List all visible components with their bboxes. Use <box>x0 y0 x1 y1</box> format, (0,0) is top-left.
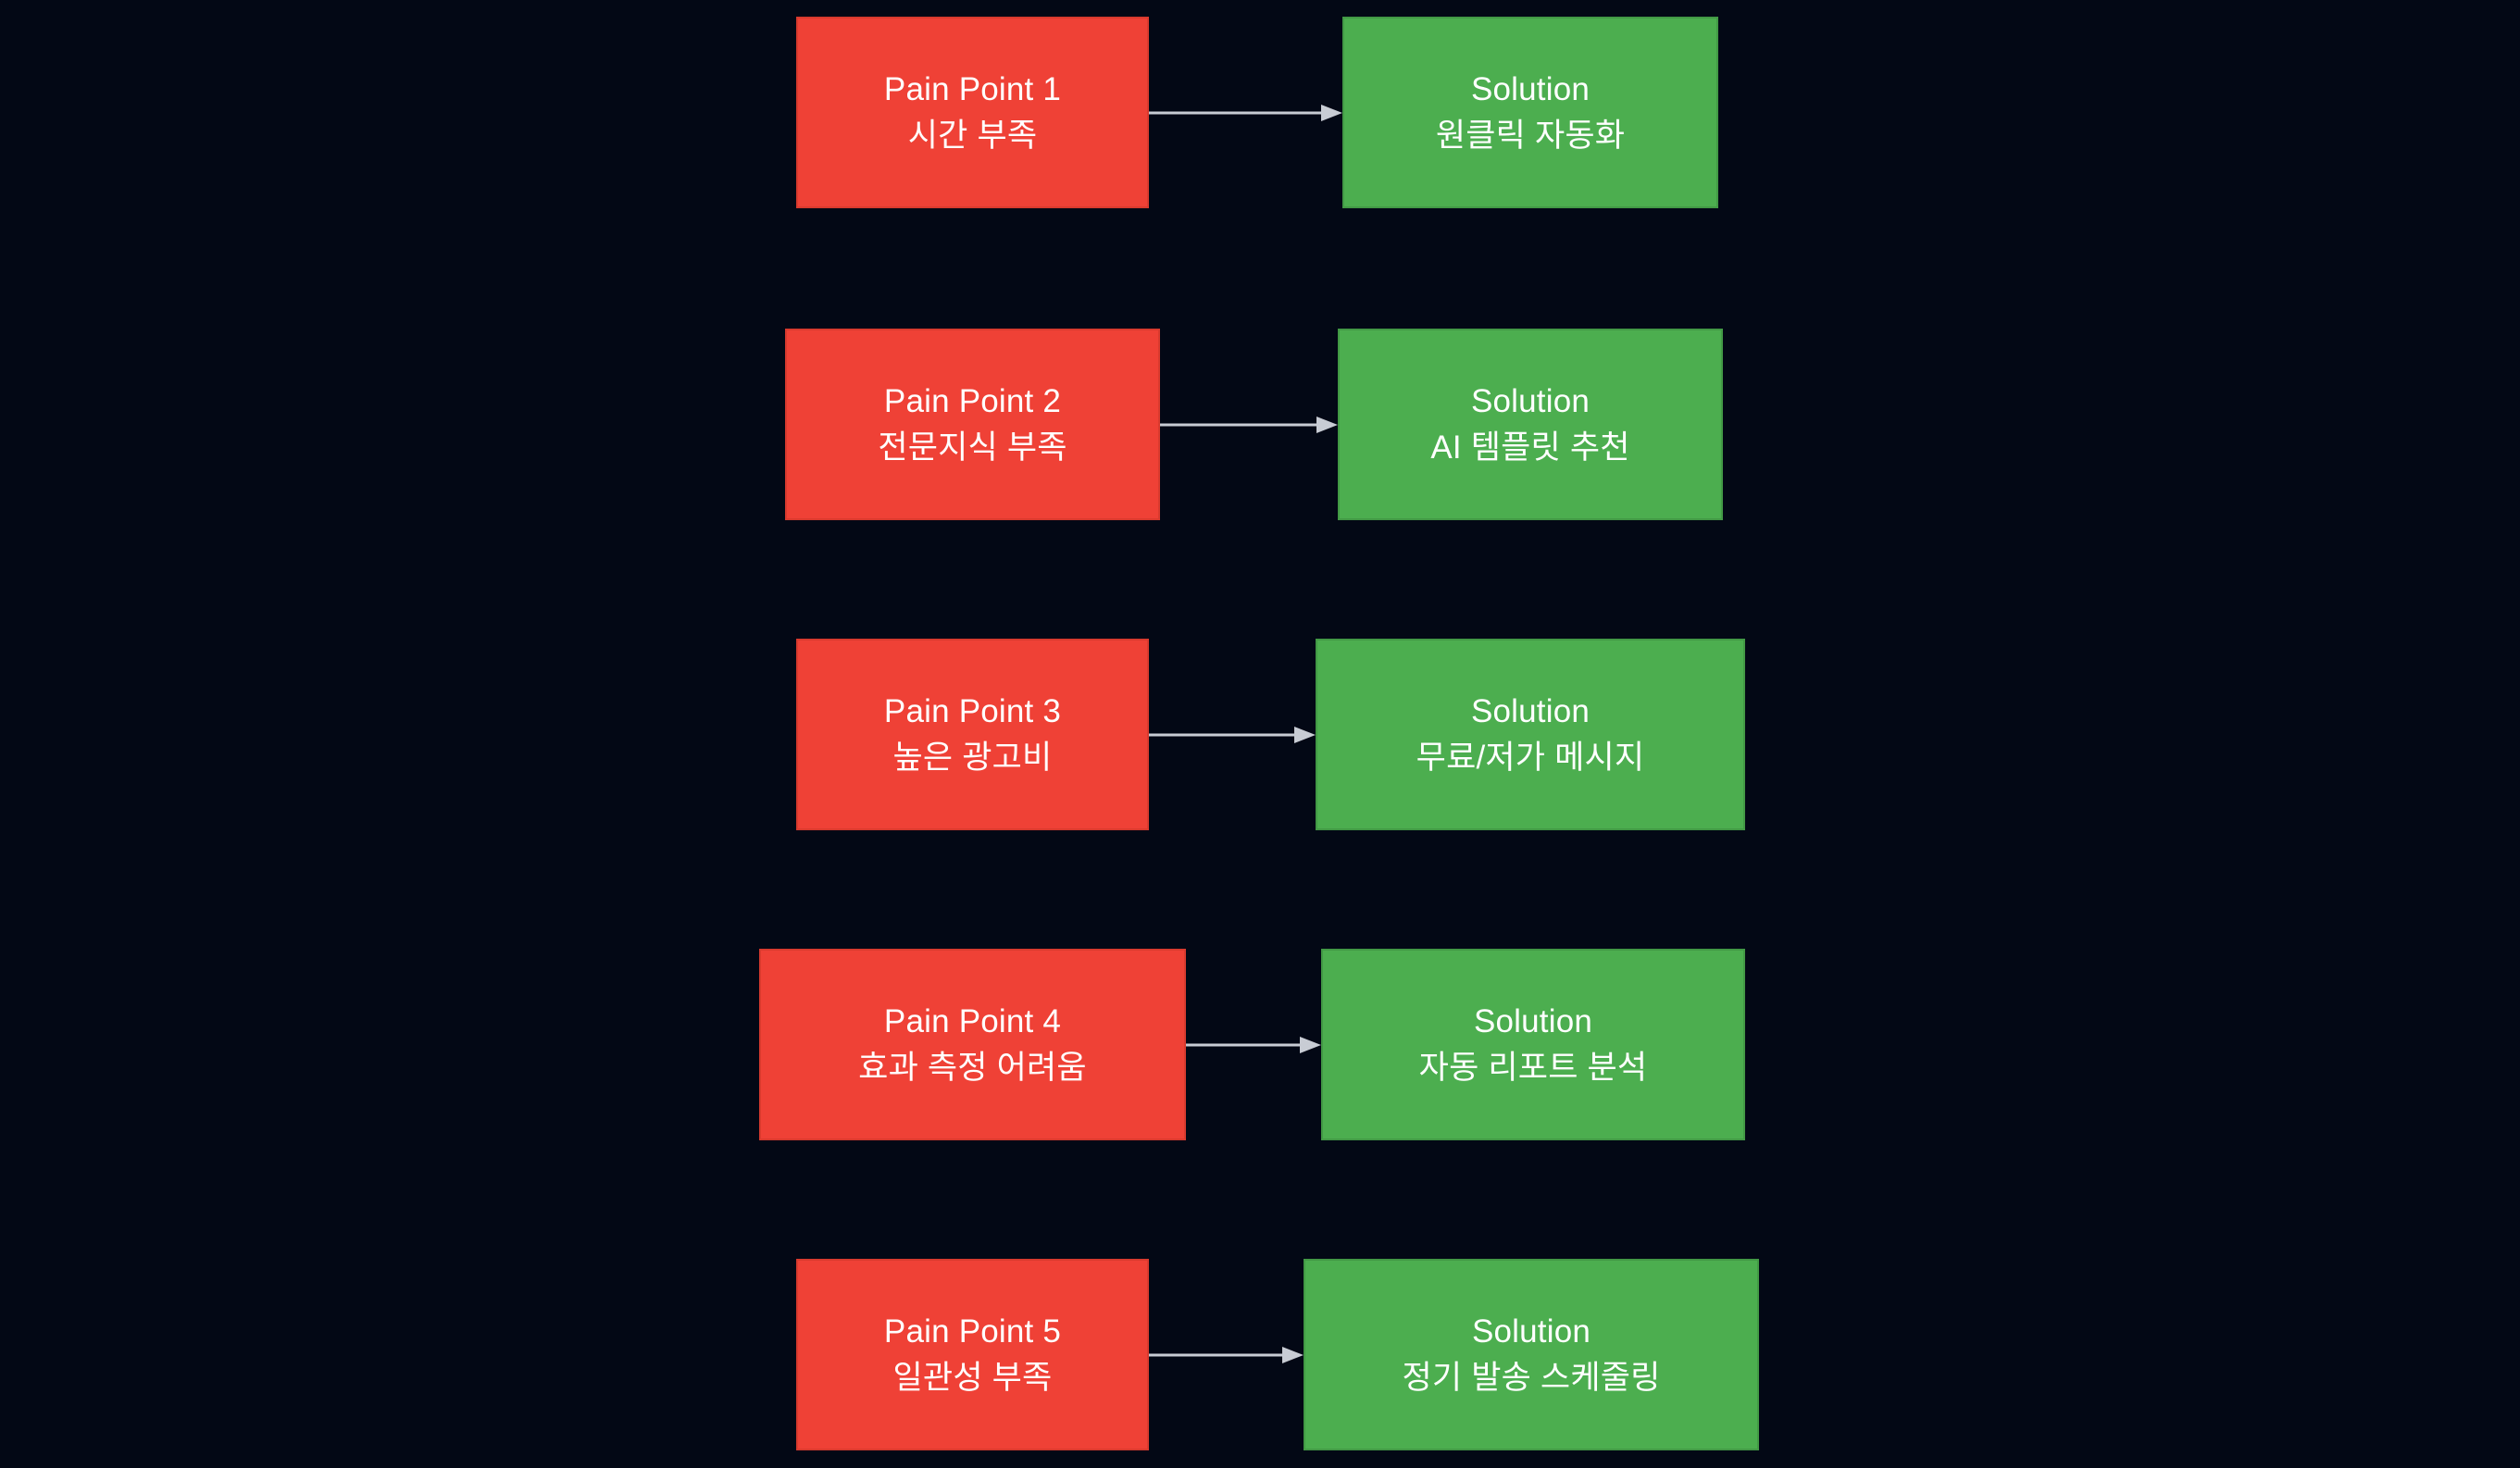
node-detail: 정기 발송 스케줄링 <box>1402 1360 1661 1396</box>
node-title: Pain Point 4 <box>883 1002 1062 1039</box>
node-title: Solution <box>1470 70 1591 107</box>
node-detail: 효과 측정 어려움 <box>858 1050 1087 1086</box>
node-detail: 높은 광고비 <box>892 740 1053 776</box>
flow-row: Pain Point 1 시간 부족 Solution 원클릭 자동화 <box>0 17 2520 208</box>
flow-arrow <box>1186 1033 1321 1057</box>
flow-arrow <box>1160 413 1338 437</box>
flow-arrow <box>1149 723 1316 747</box>
pain-point-node[interactable]: Pain Point 5 일관성 부족 <box>796 1259 1149 1450</box>
arrow-right-icon <box>1186 1036 1321 1053</box>
pain-point-node[interactable]: Pain Point 3 높은 광고비 <box>796 639 1149 830</box>
arrow-right-icon <box>1149 726 1316 743</box>
node-title: Solution <box>1473 1002 1593 1039</box>
node-title: Pain Point 1 <box>883 70 1062 107</box>
flow-arrow <box>1149 101 1342 125</box>
solution-node[interactable]: Solution 무료/저가 메시지 <box>1316 639 1745 830</box>
node-detail: 일관성 부족 <box>892 1360 1053 1396</box>
node-detail: 전문지식 부족 <box>878 429 1067 466</box>
node-title: Pain Point 2 <box>883 382 1062 419</box>
flow-arrow <box>1149 1343 1304 1367</box>
arrow-right-icon <box>1149 104 1342 121</box>
flow-row: Pain Point 2 전문지식 부족 Solution AI 템플릿 추천 <box>0 329 2520 520</box>
pain-point-node[interactable]: Pain Point 4 효과 측정 어려움 <box>759 949 1186 1140</box>
pain-point-node[interactable]: Pain Point 2 전문지식 부족 <box>785 329 1160 520</box>
flow-row: Pain Point 4 효과 측정 어려움 Solution 자동 리포트 분… <box>0 949 2520 1140</box>
flow-row: Pain Point 3 높은 광고비 Solution 무료/저가 메시지 <box>0 639 2520 830</box>
node-title: Solution <box>1470 692 1591 729</box>
arrow-right-icon <box>1160 416 1338 433</box>
node-detail: 자동 리포트 분석 <box>1418 1050 1648 1086</box>
node-title: Solution <box>1470 382 1591 419</box>
solution-node[interactable]: Solution 정기 발송 스케줄링 <box>1304 1259 1759 1450</box>
pain-point-node[interactable]: Pain Point 1 시간 부족 <box>796 17 1149 208</box>
node-title: Pain Point 3 <box>883 692 1062 729</box>
node-detail: 무료/저가 메시지 <box>1416 740 1645 776</box>
solution-node[interactable]: Solution AI 템플릿 추천 <box>1338 329 1723 520</box>
arrow-right-icon <box>1149 1346 1304 1363</box>
node-detail: AI 템플릿 추천 <box>1430 429 1630 466</box>
node-title: Solution <box>1471 1312 1591 1350</box>
flow-row: Pain Point 5 일관성 부족 Solution 정기 발송 스케줄링 <box>0 1259 2520 1450</box>
solution-node[interactable]: Solution 원클릭 자동화 <box>1342 17 1718 208</box>
node-detail: 원클릭 자동화 <box>1435 118 1626 154</box>
solution-node[interactable]: Solution 자동 리포트 분석 <box>1321 949 1745 1140</box>
node-title: Pain Point 5 <box>883 1312 1062 1350</box>
node-detail: 시간 부족 <box>907 118 1038 154</box>
